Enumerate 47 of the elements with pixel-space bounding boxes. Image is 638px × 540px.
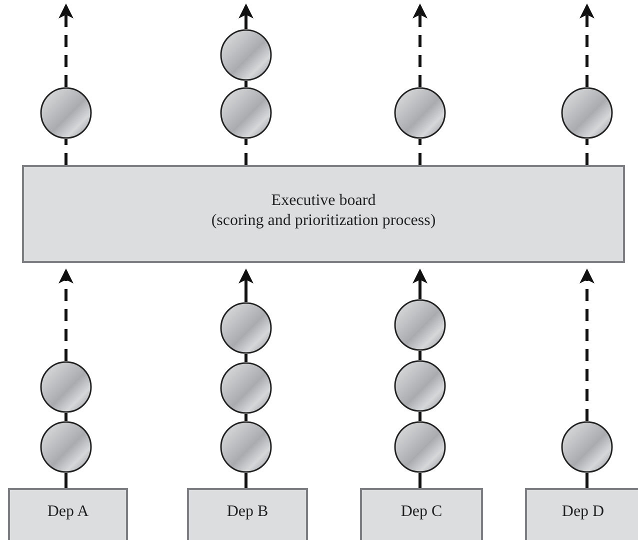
connector-line — [418, 412, 422, 421]
connector-line — [586, 139, 588, 165]
circle-token — [220, 29, 272, 81]
connector-line — [244, 414, 248, 421]
connector-line — [418, 139, 422, 165]
connector-line — [244, 139, 248, 165]
circle-token — [394, 360, 446, 412]
department-box — [525, 488, 638, 540]
circle-token — [220, 421, 272, 473]
department-label: Dep A — [47, 502, 89, 522]
connector-line — [418, 351, 422, 360]
circle-token — [394, 299, 446, 351]
connector-line — [244, 473, 248, 488]
connector-line — [64, 139, 68, 165]
circle-token — [561, 87, 613, 139]
arrow — [580, 268, 594, 421]
arrow — [58, 268, 74, 361]
circle-token — [394, 87, 446, 139]
connector-line — [418, 473, 422, 488]
department-box — [187, 488, 308, 540]
arrow — [58, 4, 74, 87]
circle-token — [40, 87, 92, 139]
department-label: Dep C — [400, 502, 442, 522]
connector-line — [64, 413, 68, 421]
connector-line — [244, 354, 248, 362]
connector-line — [244, 81, 248, 87]
circle-token — [220, 302, 272, 354]
arrow — [412, 4, 428, 87]
circle-token — [561, 421, 613, 473]
circle-token — [40, 361, 92, 413]
board-subtitle: (scoring and prioritization process) — [211, 211, 436, 231]
arrow — [238, 268, 254, 302]
board-box — [22, 165, 625, 263]
department-box — [360, 488, 483, 540]
arrow — [580, 4, 594, 87]
circle-token — [220, 87, 272, 139]
department-label: Dep B — [226, 502, 268, 522]
arrow — [412, 268, 428, 299]
circle-token — [394, 421, 446, 473]
department-box — [8, 488, 128, 540]
circle-token — [40, 421, 92, 473]
connector-line — [586, 473, 588, 488]
circle-token — [220, 362, 272, 414]
connector-line — [64, 473, 68, 488]
department-label: Dep D — [562, 502, 604, 522]
board-title: Executive board — [271, 191, 376, 211]
arrow — [238, 4, 254, 29]
